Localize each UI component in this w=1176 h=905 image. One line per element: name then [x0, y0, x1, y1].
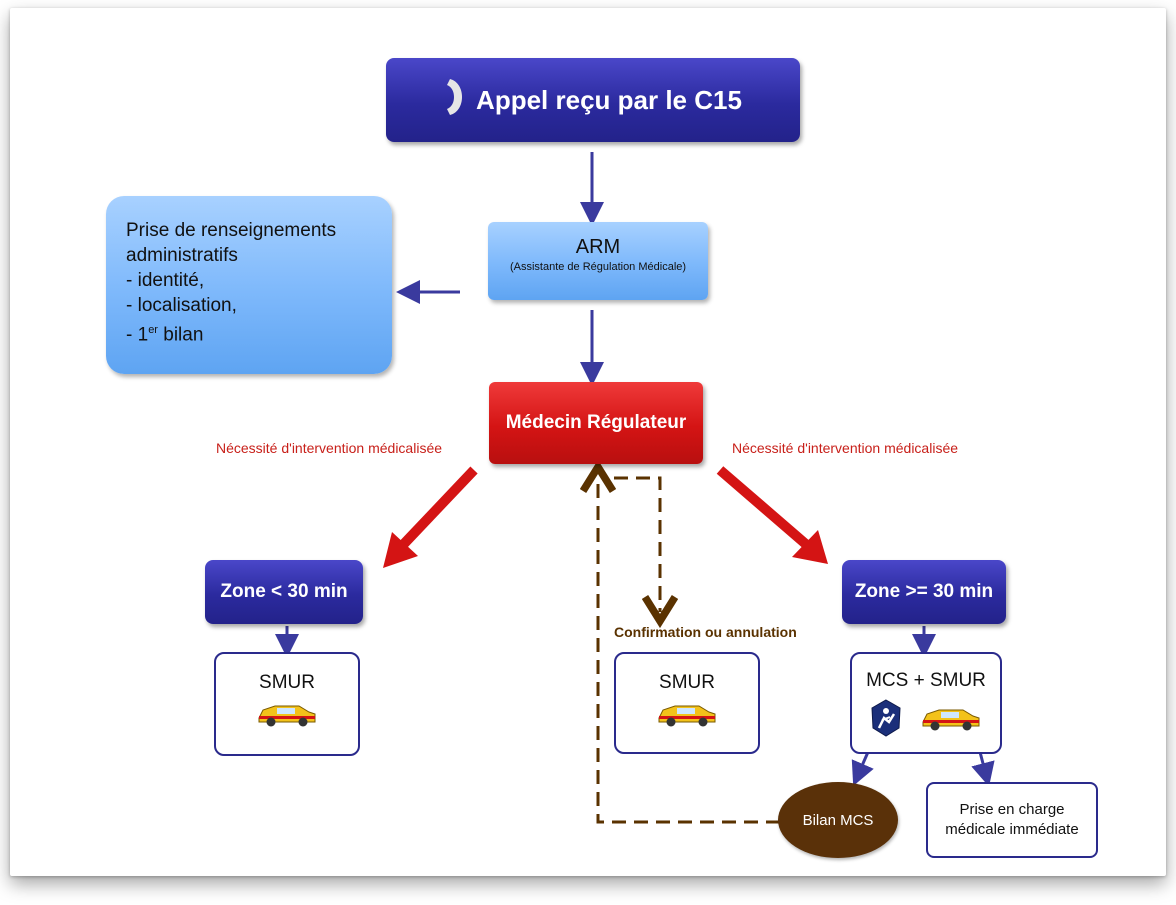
bilan-mcs-label: Bilan MCS [802, 811, 874, 829]
zone-right-label: Zone >= 30 min [854, 581, 994, 602]
node-bilan-mcs: Bilan MCS [778, 782, 898, 858]
node-renseignements: Prise de renseignements administratifs -… [106, 196, 392, 374]
ambulance-car-icon [616, 700, 758, 733]
arm-subtitle: (Assistante de Régulation Médicale) [509, 261, 687, 273]
red-arrow-left [383, 466, 478, 568]
prise-line-2: médicale immédiate [945, 821, 1079, 838]
mcs-icons-row [852, 698, 1000, 743]
node-prise-en-charge: Prise en charge médicale immédiate [926, 782, 1098, 858]
superscript-er: er [148, 324, 158, 336]
node-smur-middle: SMUR [614, 652, 760, 754]
arm-title: ARM [575, 236, 621, 258]
dashed-medecin-to-confirmation [614, 476, 660, 612]
dashed-bilan-to-medecin [598, 476, 780, 824]
red-arrow-right [716, 466, 828, 564]
smur-middle-label: SMUR [659, 672, 715, 693]
smur-left-label: SMUR [259, 672, 315, 693]
medecin-label: Médecin Régulateur [505, 412, 687, 433]
mcs-badge-icon [869, 698, 903, 743]
renseignements-line-1: Prise de renseignements [126, 220, 337, 241]
label-necessite-left: Nécessité d'intervention médicalisée [216, 440, 443, 456]
node-mcs-smur: MCS + SMUR [850, 652, 1002, 754]
renseignements-line-3: - identité, [126, 270, 205, 291]
node-smur-left: SMUR [214, 652, 360, 756]
renseignements-line-4: - localisation, [126, 295, 237, 316]
ambulance-car-icon [216, 700, 358, 733]
node-medecin-regulateur: Médecin Régulateur [489, 382, 703, 464]
appel-label: Appel reçu par le C15 [476, 84, 742, 115]
label-necessite-right: Nécessité d'intervention médicalisée [732, 440, 959, 456]
arrow-mcs-to-prise [971, 751, 995, 787]
label-confirmation: Confirmation ou annulation [614, 624, 797, 640]
renseignements-line-5: - 1er bilan [126, 324, 204, 346]
mcs-smur-label: MCS + SMUR [866, 670, 986, 691]
node-zone-left: Zone < 30 min [205, 560, 363, 624]
arrow-mcs-to-bilan [851, 751, 874, 787]
node-zone-right: Zone >= 30 min [842, 560, 1006, 624]
prise-line-1: Prise en charge [959, 801, 1065, 818]
phone-icon [444, 77, 466, 124]
zone-left-label: Zone < 30 min [220, 581, 348, 602]
ambulance-car-icon [919, 704, 983, 737]
node-appel: Appel reçu par le C15 [386, 58, 800, 142]
renseignements-line-2: administratifs [126, 245, 238, 266]
node-arm: ARM (Assistante de Régulation Médicale) [488, 222, 708, 300]
